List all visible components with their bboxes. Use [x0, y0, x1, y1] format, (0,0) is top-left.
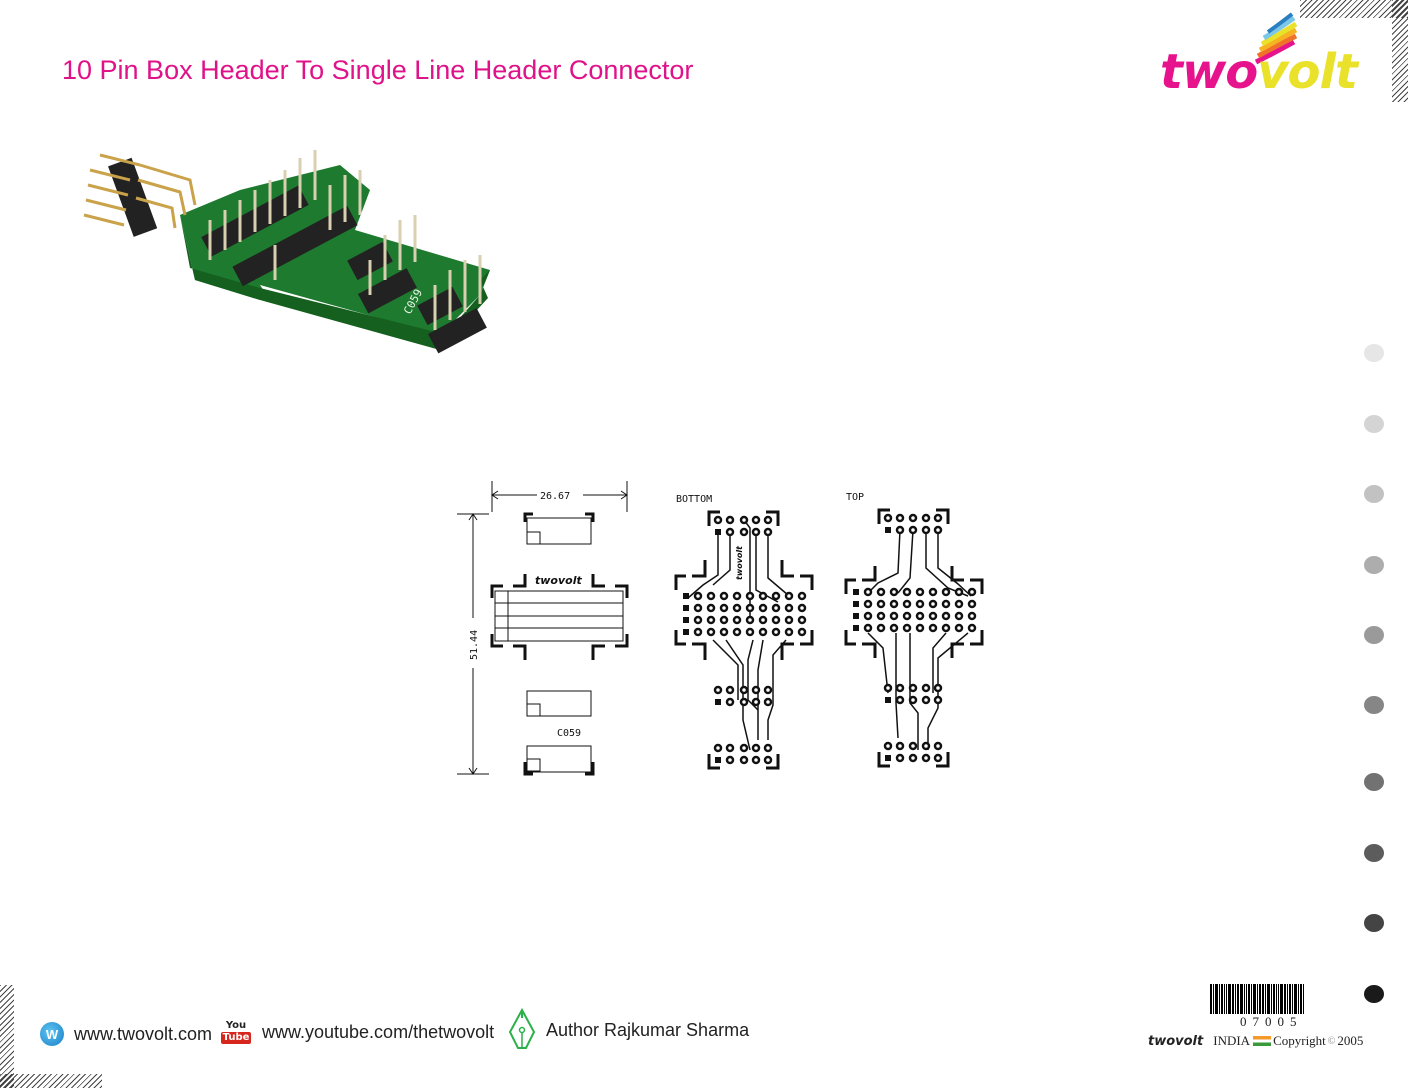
- assembly-drawing: 26.67 51.44 twovolt C059: [455, 478, 645, 778]
- copyright-text: Copyright: [1273, 1033, 1326, 1048]
- side-dot: [1364, 556, 1384, 574]
- youtube-icon: You Tube: [220, 1020, 252, 1044]
- logo-text-volt: volt: [1257, 44, 1358, 100]
- side-dot: [1364, 696, 1384, 714]
- assembly-brand-label: twovolt: [535, 574, 582, 587]
- corner-hatch-bottom-left: [0, 985, 14, 1088]
- footer-website-link[interactable]: W www.twovolt.com: [40, 1022, 212, 1046]
- logo-swirl-icon: [1254, 12, 1298, 65]
- bottom-layer-label: BOTTOM: [676, 494, 713, 505]
- india-flag-icon: [1253, 1036, 1272, 1046]
- author-text: Author Rajkumar Sharma: [546, 1019, 750, 1040]
- side-dot: [1364, 985, 1384, 1003]
- product-photo: C059: [80, 120, 500, 360]
- assembly-outline: 26.67 51.44 twovolt C059: [457, 481, 629, 776]
- copyright-country: INDIA: [1213, 1033, 1251, 1048]
- bottom-layer-drawing: BOTTOM: [668, 490, 818, 775]
- footer-author: Author Rajkumar Sharma: [508, 1008, 749, 1052]
- height-dimension: 51.44: [469, 630, 480, 660]
- top-layer-drawing: TOP: [838, 488, 988, 773]
- side-dot: [1364, 914, 1384, 932]
- side-dot: [1364, 344, 1384, 362]
- twovolt-logo: twovolt: [1158, 12, 1378, 100]
- top-layer-label: TOP: [846, 492, 865, 503]
- corner-hatch-bottom-edge: [0, 1074, 102, 1088]
- side-dot: [1364, 844, 1384, 862]
- corner-hatch-top-right: [1300, 0, 1408, 18]
- copyright-year: 2005: [1337, 1033, 1364, 1048]
- footer-youtube-link[interactable]: You Tube www.youtube.com/thetwovolt: [220, 1020, 495, 1044]
- bottom-brand-label: twovolt: [735, 545, 744, 580]
- pen-nib-icon: [508, 1008, 536, 1049]
- part-number-label: C059: [557, 728, 581, 739]
- copyright-line: twovolt INDIA Copyright © 2005: [1148, 1033, 1363, 1049]
- side-dot: [1364, 626, 1384, 644]
- barcode-number: 07005: [1240, 1014, 1303, 1029]
- logo-text-two: two: [1160, 44, 1258, 100]
- copyright-brand: twovolt: [1148, 1033, 1204, 1049]
- barcode: [1210, 984, 1332, 1014]
- copyright-symbol: ©: [1327, 1035, 1336, 1047]
- corner-hatch-right-edge: [1392, 0, 1408, 102]
- width-dimension: 26.67: [540, 491, 570, 502]
- side-dot: [1364, 773, 1384, 791]
- side-dot: [1364, 485, 1384, 503]
- side-dot: [1364, 415, 1384, 433]
- youtube-text: www.youtube.com/thetwovolt: [262, 1021, 495, 1042]
- globe-icon: W: [40, 1022, 64, 1046]
- page-title: 10 Pin Box Header To Single Line Header …: [62, 55, 694, 85]
- website-text: www.twovolt.com: [74, 1023, 213, 1044]
